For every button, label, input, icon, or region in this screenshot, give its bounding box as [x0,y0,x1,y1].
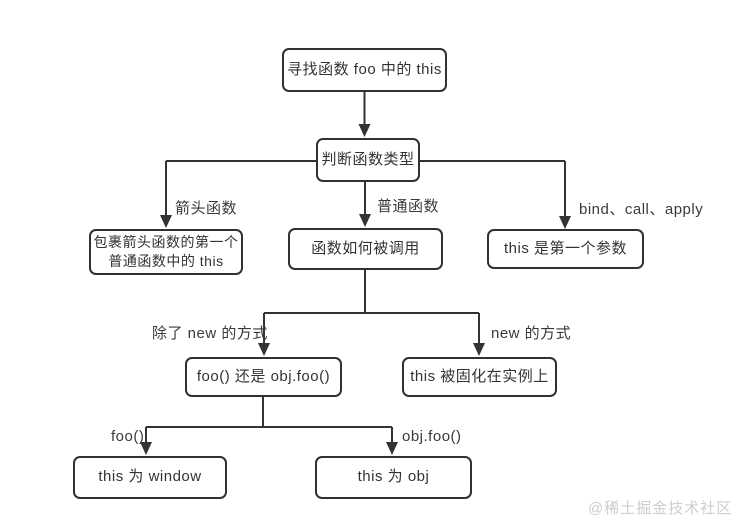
edge-label-obj-foo-call: obj.foo() [402,428,462,445]
edge-label-with-new: new 的方式 [491,325,572,342]
branch-which-call [140,397,398,455]
node-window-result-label: this 为 window [98,468,202,486]
edge-label-not-new: 除了 new 的方式 [152,325,268,342]
node-judge-type: 判断函数类型 [316,138,420,182]
node-obj-result-label: this 为 obj [357,468,430,486]
node-new-result-label: this 被固化在实例上 [410,367,549,385]
node-which-call: foo() 还是 obj.foo() [185,357,342,397]
node-find-this: 寻找函数 foo 中的 this [282,48,447,92]
node-bind-result: this 是第一个参数 [487,229,644,269]
arrow-find-to-judge [358,92,371,137]
branch-how-called [258,270,485,356]
edge-label-arrow-fn: 箭头函数 [175,200,238,217]
edge-label-bind-call-apply: bind、call、apply [579,201,704,218]
node-window-result: this 为 window [73,456,227,499]
node-bind-result-label: this 是第一个参数 [503,239,627,257]
node-arrow-fn-result-line2: 普通函数中的 this [108,253,224,269]
node-arrow-fn-result-line1: 包裹箭头函数的第一个 [93,234,239,251]
edge-label-foo-call: foo() [111,428,145,445]
node-judge-type-label: 判断函数类型 [321,150,415,168]
node-new-result: this 被固化在实例上 [402,357,557,397]
node-which-call-label: foo() 还是 obj.foo() [196,367,331,385]
node-arrow-fn-result: 包裹箭头函数的第一个 普通函数中的 this [89,229,243,275]
edge-label-normal-fn: 普通函数 [377,198,440,215]
node-obj-result: this 为 obj [315,456,472,499]
watermark: @稀土掘金技术社区 [588,500,733,517]
node-find-this-label: 寻找函数 foo 中的 this [287,60,442,78]
node-how-called: 函数如何被调用 [288,228,443,270]
node-how-called-label: 函数如何被调用 [311,239,420,257]
